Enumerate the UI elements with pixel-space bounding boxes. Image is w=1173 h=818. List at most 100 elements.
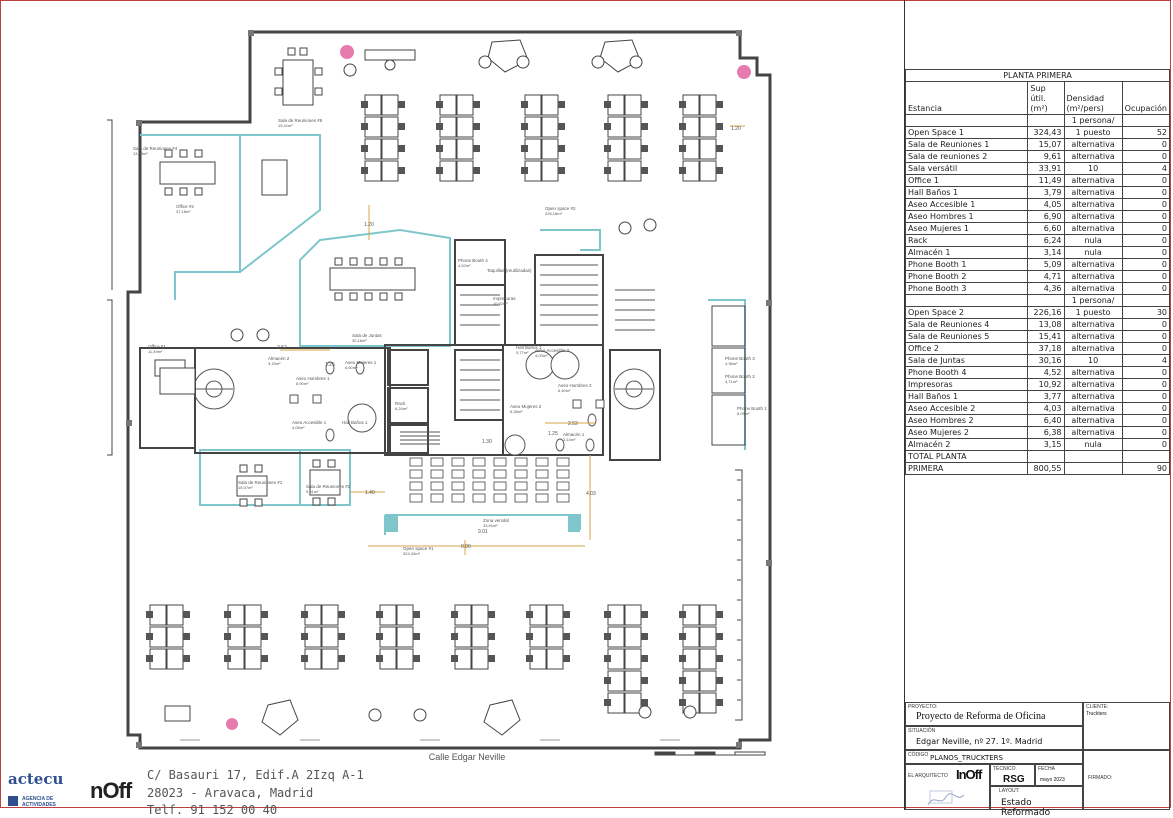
cell-densidad <box>1063 462 1123 475</box>
desk-cluster <box>436 94 480 182</box>
chair <box>361 101 368 108</box>
accent-block <box>386 514 398 532</box>
dimension-label: 2.52 <box>568 421 578 427</box>
client-label: CLIENTE: <box>1086 704 1109 710</box>
room-area: 324,43m² <box>403 551 421 556</box>
room-area: 6,24m² <box>395 406 408 411</box>
chair <box>604 145 611 152</box>
chair <box>604 123 611 130</box>
chair <box>398 145 405 152</box>
desk-cluster <box>361 94 405 182</box>
cell-estancia: Phone Booth 3 <box>904 282 1029 295</box>
chair <box>521 167 528 174</box>
chair <box>146 655 153 662</box>
chair <box>413 611 420 618</box>
cell-ocupacion: 0 <box>1121 138 1171 151</box>
room-name: Sala de Reuniones #1 <box>238 480 283 485</box>
seat <box>535 457 549 467</box>
cell-superficie: 4,03 <box>1027 402 1065 415</box>
chair <box>558 123 565 130</box>
chair <box>716 699 723 706</box>
cell-densidad: alternativa <box>1063 138 1123 151</box>
cell-ocupacion: 0 <box>1121 390 1171 403</box>
cell-superficie: 10,92 <box>1027 378 1065 391</box>
cell-estancia: Aseo Hombres 1 <box>904 210 1029 223</box>
chair <box>521 145 528 152</box>
cell-superficie <box>1027 114 1065 127</box>
area-table-title: PLANTA PRIMERA <box>905 69 1170 81</box>
cell-ocupacion: 0 <box>1121 438 1171 451</box>
desk <box>624 94 642 116</box>
signature-stamp <box>927 790 965 806</box>
cell-ocupacion: 0 <box>1121 342 1171 355</box>
chair <box>716 145 723 152</box>
location-label: SITUACIÓN <box>908 728 936 734</box>
chair <box>526 655 533 662</box>
desk <box>166 604 184 626</box>
cell-ocupacion: 52 <box>1121 126 1171 139</box>
cell-superficie: 30,16 <box>1027 354 1065 367</box>
chair <box>183 655 190 662</box>
chair <box>473 145 480 152</box>
cell-superficie: 3,15 <box>1027 438 1065 451</box>
code-value: PLANOS_TRUCKTERS <box>930 754 1003 762</box>
seat <box>430 457 444 467</box>
cell-densidad: 10 <box>1063 354 1123 367</box>
room-area: 15,41m² <box>278 123 293 128</box>
cell-estancia: Office 2 <box>904 342 1029 355</box>
chairs <box>164 47 403 507</box>
desk <box>699 94 717 116</box>
room-area: 5,09m² <box>737 411 750 416</box>
desk <box>471 648 489 670</box>
cell-ocupacion: 0 <box>1121 414 1171 427</box>
desk <box>699 160 717 182</box>
chair <box>436 167 443 174</box>
cell-densidad: alternativa <box>1063 186 1123 199</box>
cell-densidad: alternativa <box>1063 282 1123 295</box>
chair <box>413 633 420 640</box>
chair <box>301 633 308 640</box>
chair <box>641 655 648 662</box>
seat <box>409 493 423 503</box>
chair <box>361 145 368 152</box>
seat <box>556 493 570 503</box>
chair <box>641 145 648 152</box>
cell-superficie: 11,49 <box>1027 174 1065 187</box>
desk-cluster <box>224 604 268 670</box>
seat <box>514 493 528 503</box>
cell-ocupacion: 0 <box>1121 198 1171 211</box>
room-name: Sala de Juntas <box>352 333 383 338</box>
desk <box>541 116 559 138</box>
chair <box>716 633 723 640</box>
chair <box>473 101 480 108</box>
cell-estancia: Hall Baños 1 <box>904 186 1029 199</box>
cell-ocupacion: 4 <box>1121 354 1171 367</box>
desk-cluster <box>301 604 345 670</box>
cell-ocupacion: 0 <box>1121 270 1171 283</box>
desk-cluster <box>146 604 190 670</box>
architect-box: EL ARQUITECTO InOff <box>905 764 990 810</box>
cell-densidad: nula <box>1063 234 1123 247</box>
chair <box>679 677 686 684</box>
dimension-label: 4.03 <box>586 491 596 497</box>
room-area: 4,03m² <box>535 353 548 358</box>
cell-ocupacion: 4 <box>1121 162 1171 175</box>
chair <box>679 655 686 662</box>
versatile-zone-seating <box>409 457 570 503</box>
cell-estancia: Sala de Juntas <box>904 354 1029 367</box>
chair <box>521 123 528 130</box>
cell-densidad: alternativa <box>1063 270 1123 283</box>
chair <box>716 101 723 108</box>
cell-densidad: nula <box>1063 246 1123 259</box>
desk <box>166 626 184 648</box>
chair <box>338 655 345 662</box>
chair <box>183 611 190 618</box>
cell-densidad: alternativa <box>1063 378 1123 391</box>
dimension-label: 1.20 <box>364 222 374 228</box>
